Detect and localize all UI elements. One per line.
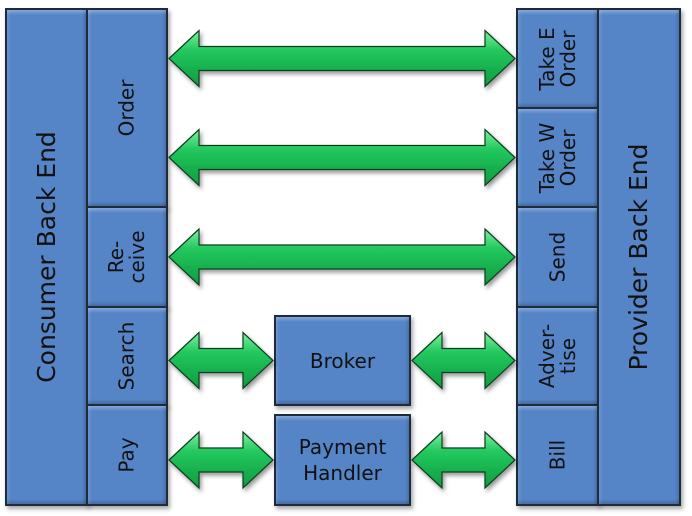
interface-take-e-order: Take E Order xyxy=(516,8,599,109)
arrow-broker-advertise xyxy=(411,331,516,390)
arrow-order-take-e-order xyxy=(168,29,516,88)
interface-pay: Pay xyxy=(86,404,168,506)
arrow-search-broker xyxy=(168,331,274,390)
broker-box: Broker xyxy=(274,315,411,406)
provider-back-end: Provider Back End xyxy=(597,8,681,506)
arrow-order-take-w-order xyxy=(168,128,516,187)
payment-handler-box: Payment Handler xyxy=(274,414,411,506)
interface-receive: Re- ceive xyxy=(86,206,168,308)
interface-order: Order xyxy=(86,8,168,208)
arrow-pay-payment-handler xyxy=(168,430,274,490)
payment-handler-label: Payment Handler xyxy=(298,435,387,485)
interface-advertise: Adver- tise xyxy=(516,306,599,406)
arrow-payment-handler-bill xyxy=(411,430,516,490)
arrow-receive-send xyxy=(168,227,516,287)
broker-label: Broker xyxy=(309,348,376,373)
interface-send: Send xyxy=(516,206,599,308)
consumer-back-end: Consumer Back End xyxy=(5,8,88,506)
